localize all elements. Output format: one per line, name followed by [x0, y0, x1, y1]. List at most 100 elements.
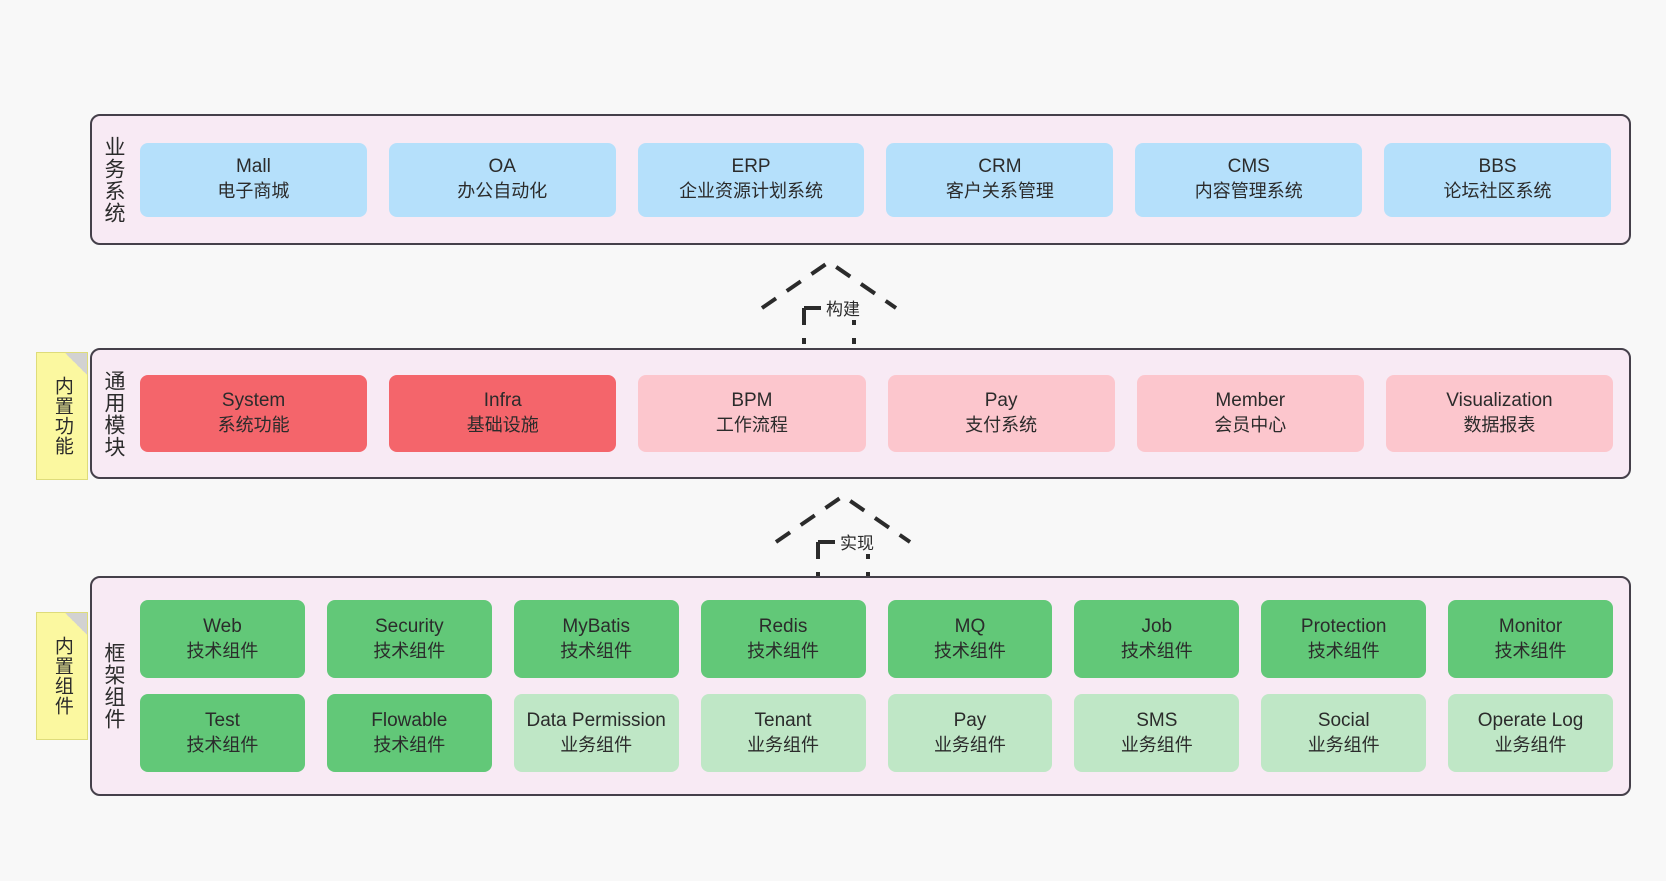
connector-build: 构建 [756, 258, 902, 344]
card-title: Security [374, 615, 444, 637]
card-web[interactable]: Web 技术组件 [140, 600, 305, 678]
card-mybatis[interactable]: MyBatis 技术组件 [513, 600, 679, 678]
connector-label-implement: 实现 [838, 529, 876, 554]
card-mall[interactable]: Mall 电子商城 [140, 142, 367, 217]
card-system[interactable]: System 系统功能 [140, 375, 368, 452]
layer-body-framework-component: Web 技术组件 Security 技术组件 MyBatis 技术组件 Redi… [134, 578, 1629, 794]
card-cms[interactable]: CMS 内容管理系统 [1135, 142, 1363, 217]
card-bbs[interactable]: BBS 论坛社区系统 [1384, 142, 1611, 217]
card-subtitle: 工作流程 [715, 415, 788, 436]
card-title: Pay [953, 709, 987, 731]
card-title: MyBatis [562, 615, 630, 637]
card-title: Protection [1300, 615, 1387, 637]
card-title: Web [203, 615, 242, 637]
card-subtitle: 内容管理系统 [1194, 181, 1303, 202]
card-title: Member [1215, 390, 1286, 412]
card-operate-log[interactable]: Operate Log 业务组件 [1448, 694, 1613, 772]
card-oa[interactable]: OA 办公自动化 [388, 142, 616, 217]
card-flowable[interactable]: Flowable 技术组件 [326, 694, 492, 772]
card-redis[interactable]: Redis 技术组件 [700, 600, 866, 678]
card-title: CRM [978, 156, 1022, 178]
card-test[interactable]: Test 技术组件 [140, 694, 305, 772]
card-title: ERP [731, 156, 771, 178]
layer-row: Web 技术组件 Security 技术组件 MyBatis 技术组件 Redi… [140, 600, 1613, 678]
card-subtitle: 电子商城 [217, 181, 290, 202]
layer-framework-component: 框架组件 Web 技术组件 Security 技术组件 MyBatis 技术组件… [90, 576, 1631, 796]
card-title: OA [488, 156, 516, 178]
layer-row: System 系统功能 Infra 基础设施 BPM 工作流程 Pay 支付系统… [140, 375, 1614, 452]
card-member[interactable]: Member 会员中心 [1136, 375, 1364, 452]
layer-row: Mall 电子商城 OA 办公自动化 ERP 企业资源计划系统 CRM 客户关系… [140, 142, 1611, 217]
card-data-permission[interactable]: Data Permission 业务组件 [513, 694, 679, 772]
card-title: CMS [1227, 156, 1270, 178]
card-title: System [221, 390, 286, 412]
folded-corner-icon [65, 353, 87, 375]
card-sms[interactable]: SMS 业务组件 [1074, 694, 1240, 772]
card-subtitle: 技术组件 [373, 640, 446, 661]
card-tenant[interactable]: Tenant 业务组件 [700, 694, 866, 772]
layer-business-system: 业务系统 Mall 电子商城 OA 办公自动化 ERP 企业资源计划系统 CRM… [90, 114, 1631, 245]
card-title: Data Permission [526, 709, 666, 731]
folded-corner-icon [65, 613, 87, 635]
card-subtitle: 办公自动化 [457, 181, 548, 202]
sticky-note-label: 内置功能 [51, 376, 73, 456]
card-subtitle: 支付系统 [965, 415, 1038, 436]
card-monitor[interactable]: Monitor 技术组件 [1448, 600, 1613, 678]
card-infra[interactable]: Infra 基础设施 [389, 375, 617, 452]
card-subtitle: 技术组件 [1120, 640, 1193, 661]
card-security[interactable]: Security 技术组件 [326, 600, 492, 678]
card-subtitle: 技术组件 [373, 734, 446, 755]
card-title: Social [1317, 709, 1370, 731]
card-subtitle: 会员中心 [1214, 415, 1287, 436]
layer-body-common-module: System 系统功能 Infra 基础设施 BPM 工作流程 Pay 支付系统… [134, 350, 1629, 477]
card-pay-business[interactable]: Pay 业务组件 [887, 694, 1053, 772]
card-title: Flowable [371, 709, 448, 731]
card-title: BPM [731, 390, 773, 412]
card-title: Tenant [754, 709, 812, 731]
card-mq[interactable]: MQ 技术组件 [887, 600, 1053, 678]
card-subtitle: 业务组件 [1307, 734, 1380, 755]
card-subtitle: 业务组件 [1494, 734, 1567, 755]
card-title: Infra [483, 390, 522, 412]
card-title: Monitor [1498, 615, 1563, 637]
card-erp[interactable]: ERP 企业资源计划系统 [637, 142, 865, 217]
card-subtitle: 系统功能 [217, 415, 290, 436]
card-pay[interactable]: Pay 支付系统 [887, 375, 1115, 452]
layer-title-business-system: 业务系统 [101, 135, 125, 224]
card-title: Job [1141, 615, 1173, 637]
card-subtitle: 论坛社区系统 [1443, 181, 1552, 202]
layer-body-business-system: Mall 电子商城 OA 办公自动化 ERP 企业资源计划系统 CRM 客户关系… [134, 116, 1629, 243]
layer-title-common-module: 通用模块 [101, 369, 125, 458]
card-subtitle: 技术组件 [1307, 640, 1380, 661]
card-subtitle: 技术组件 [747, 640, 820, 661]
card-title: BBS [1478, 156, 1517, 178]
card-subtitle: 技术组件 [560, 640, 633, 661]
card-subtitle: 客户关系管理 [945, 181, 1054, 202]
connector-implement: 实现 [770, 492, 916, 578]
sticky-note-builtin-function: 内置功能 [36, 352, 88, 480]
card-subtitle: 基础设施 [466, 415, 539, 436]
card-social[interactable]: Social 业务组件 [1261, 694, 1427, 772]
layer-row: Test 技术组件 Flowable 技术组件 Data Permission … [140, 694, 1613, 772]
card-title: Visualization [1446, 390, 1553, 412]
card-bpm[interactable]: BPM 工作流程 [638, 375, 866, 452]
card-subtitle: 业务组件 [560, 734, 633, 755]
card-visualization[interactable]: Visualization 数据报表 [1385, 375, 1614, 452]
card-title: MQ [954, 615, 986, 637]
card-title: Pay [984, 390, 1018, 412]
card-title: SMS [1136, 709, 1178, 731]
card-job[interactable]: Job 技术组件 [1074, 600, 1240, 678]
card-subtitle: 业务组件 [933, 734, 1006, 755]
card-subtitle: 技术组件 [186, 640, 259, 661]
layer-common-module: 通用模块 System 系统功能 Infra 基础设施 BPM 工作流程 Pay… [90, 348, 1631, 479]
card-title: Mall [235, 156, 271, 178]
card-subtitle: 企业资源计划系统 [679, 181, 824, 202]
card-title: Redis [758, 615, 808, 637]
card-protection[interactable]: Protection 技术组件 [1261, 600, 1427, 678]
card-subtitle: 技术组件 [933, 640, 1006, 661]
card-title: Test [205, 709, 240, 731]
card-subtitle: 技术组件 [186, 734, 259, 755]
layer-title-framework-component: 框架组件 [101, 642, 125, 730]
card-crm[interactable]: CRM 客户关系管理 [886, 142, 1114, 217]
